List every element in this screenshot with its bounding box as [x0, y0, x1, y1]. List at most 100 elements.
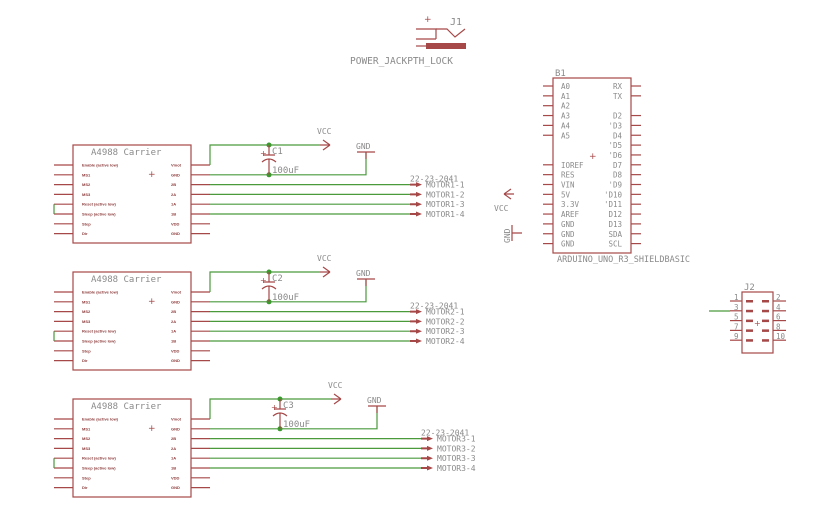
vmot-wire — [209, 398, 331, 419]
b1-pin-label: 'D3 — [608, 121, 622, 130]
j1-ref-label: J1 — [450, 17, 462, 28]
vcc-label: VCC — [328, 381, 343, 390]
vcc-symbol — [320, 266, 331, 278]
b1-gnd-symbol: GND — [503, 225, 522, 243]
driver-pin-label: MS3 — [82, 319, 91, 324]
j2-pin-number: 3 — [734, 303, 739, 312]
j2-ref-label: J2 — [744, 283, 755, 293]
j2-pin-number: 6 — [776, 313, 781, 322]
b1-pin-label: A1 — [561, 92, 570, 101]
driver-pin-label: GND — [171, 172, 180, 177]
driver-pin-label: VDD — [171, 221, 180, 226]
motor-net-arrow — [421, 445, 433, 451]
driver-pin-label: Step — [82, 475, 91, 480]
b1-pin-label: GND — [561, 230, 575, 239]
driver-pin-label: Enable (active low) — [82, 290, 119, 295]
motor-net-label: MOTOR3-3 — [437, 454, 476, 463]
gnd-wire — [210, 152, 367, 176]
driver-pin-label: MS2 — [82, 436, 91, 441]
driver-pin-label: VDD — [171, 475, 180, 480]
b1-pin-label: D7 — [613, 161, 622, 170]
driver-block-1[interactable]: A4988 Carrier+Enable (active low)MS1MS2M… — [53, 127, 465, 244]
j2-pad — [746, 309, 753, 313]
motor-net-arrow — [410, 201, 422, 207]
driver-pin-label: 2A — [171, 319, 176, 324]
driver-pin-label: 1A — [171, 329, 176, 334]
j2-pin-number: 1 — [734, 293, 739, 302]
b1-pin-label: 'D5 — [608, 141, 622, 150]
capacitor-value: 100uF — [272, 293, 299, 303]
b1-pin-label: A2 — [561, 102, 570, 111]
b1-ref-label: B1 — [555, 69, 566, 79]
driver-pin-label: Vmot — [171, 290, 182, 295]
driver-pin-label: GND — [171, 299, 180, 304]
arduino-b1[interactable]: B1 + ARDUINO_UNO_R3_SHIELDBASIC A0A1A2A3… — [543, 69, 690, 265]
j2-pad — [762, 309, 769, 313]
motor-net-label: MOTOR1-1 — [426, 181, 465, 190]
driver-group: A4988 Carrier+Enable (active low)MS1MS2M… — [53, 127, 476, 498]
driver-pin-label: Sleep (active low) — [82, 466, 116, 471]
j2-pad — [762, 319, 769, 323]
capacitor-ref: C3 — [283, 401, 294, 411]
motor-net-arrow — [410, 328, 422, 334]
driver-title: A4988 Carrier — [91, 148, 162, 158]
capacitor-symbol — [261, 272, 277, 302]
driver-pin-label: Reset (active low) — [82, 329, 116, 334]
capacitor-value: 100uF — [272, 166, 299, 176]
motor-net-arrow — [410, 211, 422, 217]
driver-pin-label: Step — [82, 348, 91, 353]
b1-pin-label: D12 — [608, 210, 622, 219]
driver-pin-label: Sleep (active low) — [82, 339, 116, 344]
driver-origin-mark: + — [148, 297, 156, 307]
b1-pin-label: 'D11 — [604, 200, 622, 209]
driver-title: A4988 Carrier — [91, 402, 162, 412]
gnd-label: GND — [356, 269, 371, 278]
driver-pin-label: GND — [171, 485, 180, 490]
b1-pin-label: A4 — [561, 121, 571, 130]
driver-pin-label: 2B — [171, 309, 176, 314]
b1-gnd-label: GND — [503, 228, 512, 243]
motor-net-label: MOTOR1-2 — [426, 190, 465, 199]
driver-pin-label: MS1 — [82, 299, 91, 304]
gnd-symbol — [357, 278, 375, 286]
driver-pin-label: MS2 — [82, 309, 91, 314]
j2-pin-number: 2 — [776, 293, 781, 302]
vcc-label: VCC — [317, 254, 332, 263]
capacitor-symbol — [261, 145, 277, 175]
connector-label: 22-23-2041 — [410, 175, 458, 184]
gnd-label: GND — [356, 142, 371, 151]
gnd-symbol — [368, 405, 386, 413]
power-jack-j1[interactable]: + J1 POWER_JACKPTH_LOCK — [350, 15, 466, 67]
driver-pin-label: 1A — [171, 456, 176, 461]
driver-block-3[interactable]: A4988 Carrier+Enable (active low)MS1MS2M… — [53, 381, 476, 498]
b1-pin-label: 'D9 — [608, 181, 622, 190]
driver-pin-label: MS3 — [82, 192, 91, 197]
driver-pin-label: Enable (active low) — [82, 163, 119, 168]
driver-pin-label: 1A — [171, 202, 176, 207]
connector-label: 22-23-2041 — [421, 429, 469, 438]
motor-net-label: MOTOR2-2 — [426, 317, 465, 326]
driver-block-2[interactable]: A4988 Carrier + Enable (active low) MS1MS2M… — [53, 254, 465, 371]
j1-body — [426, 43, 466, 49]
b1-pin-label: A0 — [561, 82, 571, 91]
b1-pin-label: 3.3V — [561, 200, 580, 209]
vcc-symbol — [320, 139, 331, 151]
driver-pin-label: Dir — [82, 485, 88, 490]
j2-pad — [746, 300, 753, 303]
gnd-label: GND — [367, 396, 382, 405]
j2-pin-number: 9 — [734, 332, 739, 341]
j2-origin-mark: + — [754, 319, 761, 328]
motor-net-label: MOTOR1-4 — [426, 210, 465, 219]
driver-pin-label: Reset (active low) — [82, 202, 116, 207]
motor-net-arrow — [410, 309, 422, 315]
driver-pin-label: MS1 — [82, 426, 91, 431]
driver-title: A4988 Carrier — [91, 275, 162, 285]
b1-pin-label: VIN — [561, 181, 575, 190]
j2-pad — [762, 329, 769, 332]
b1-pin-label: RES — [561, 171, 575, 180]
b1-pin-label: GND — [561, 220, 575, 229]
